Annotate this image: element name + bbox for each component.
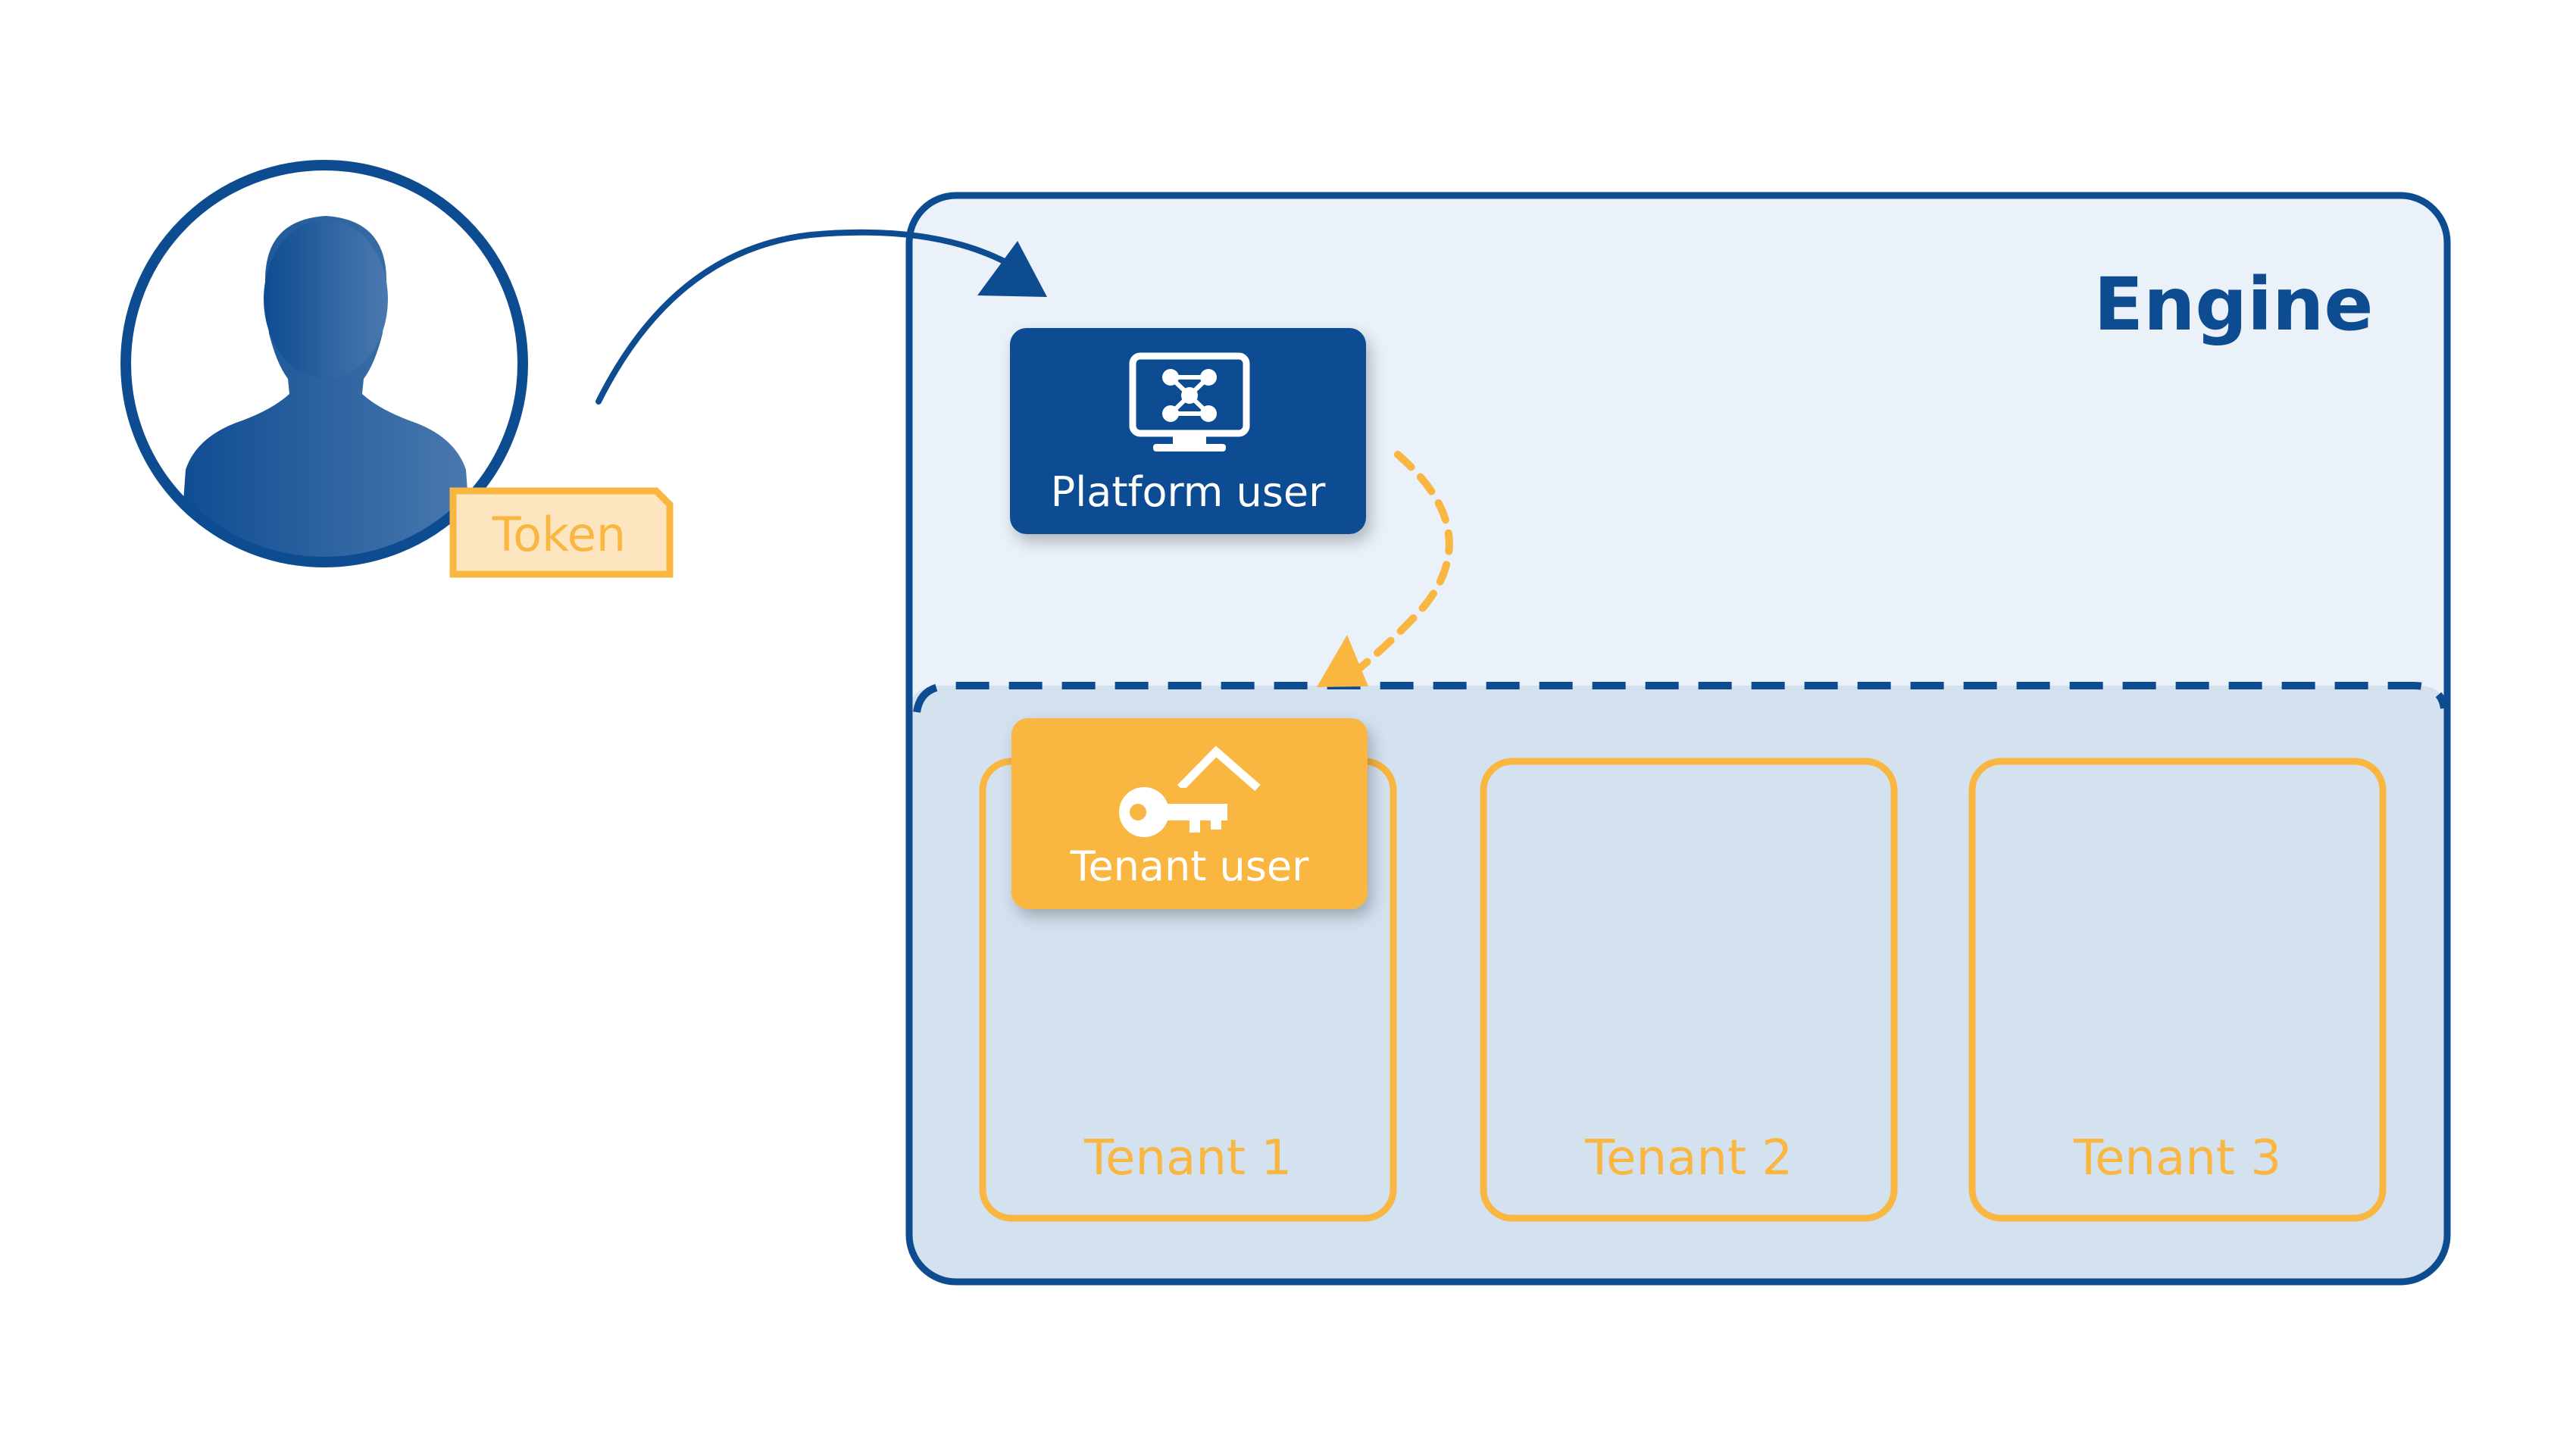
token-tag-bg: [449, 487, 674, 578]
impersonation-arrowhead: [1317, 635, 1368, 687]
engine-title: Engine: [2094, 262, 2374, 347]
authentication-arrow: [596, 229, 1047, 405]
engine-border: [905, 192, 2451, 1286]
monitor-network-icon: [1129, 352, 1250, 452]
token-label: Token: [492, 507, 626, 562]
impersonation-arrow-path: [1349, 451, 1453, 678]
avatar-border: [120, 160, 528, 567]
authentication-arrowhead: [977, 241, 1047, 297]
tenant-user-label: Tenant user: [1070, 842, 1309, 890]
tenant-zone-boundary: [913, 682, 2448, 713]
tenant-box-2: Tenant 2: [1480, 758, 1898, 1222]
tenant-box-2-border: [1480, 758, 1898, 1222]
impersonation-arrow: [1317, 451, 1453, 687]
tenant-box-3: Tenant 3: [1968, 758, 2387, 1222]
token-tag: Token: [449, 487, 674, 578]
platform-user-card[interactable]: Platform user: [1010, 328, 1366, 534]
tenant-2-label: Tenant 2: [1584, 1130, 1793, 1186]
tenant-box-3-border: [1968, 758, 2387, 1222]
key-house-icon: [1119, 745, 1261, 837]
user-avatar: [120, 160, 528, 567]
platform-user-label: Platform user: [1051, 468, 1326, 516]
tenant-1-label: Tenant 1: [1083, 1130, 1292, 1186]
user-silhouette-icon: [178, 216, 474, 562]
authentication-arrow-path: [596, 229, 1014, 405]
tenant-3-label: Tenant 3: [2073, 1130, 2281, 1186]
tenant-user-card[interactable]: Tenant user: [1011, 718, 1368, 909]
